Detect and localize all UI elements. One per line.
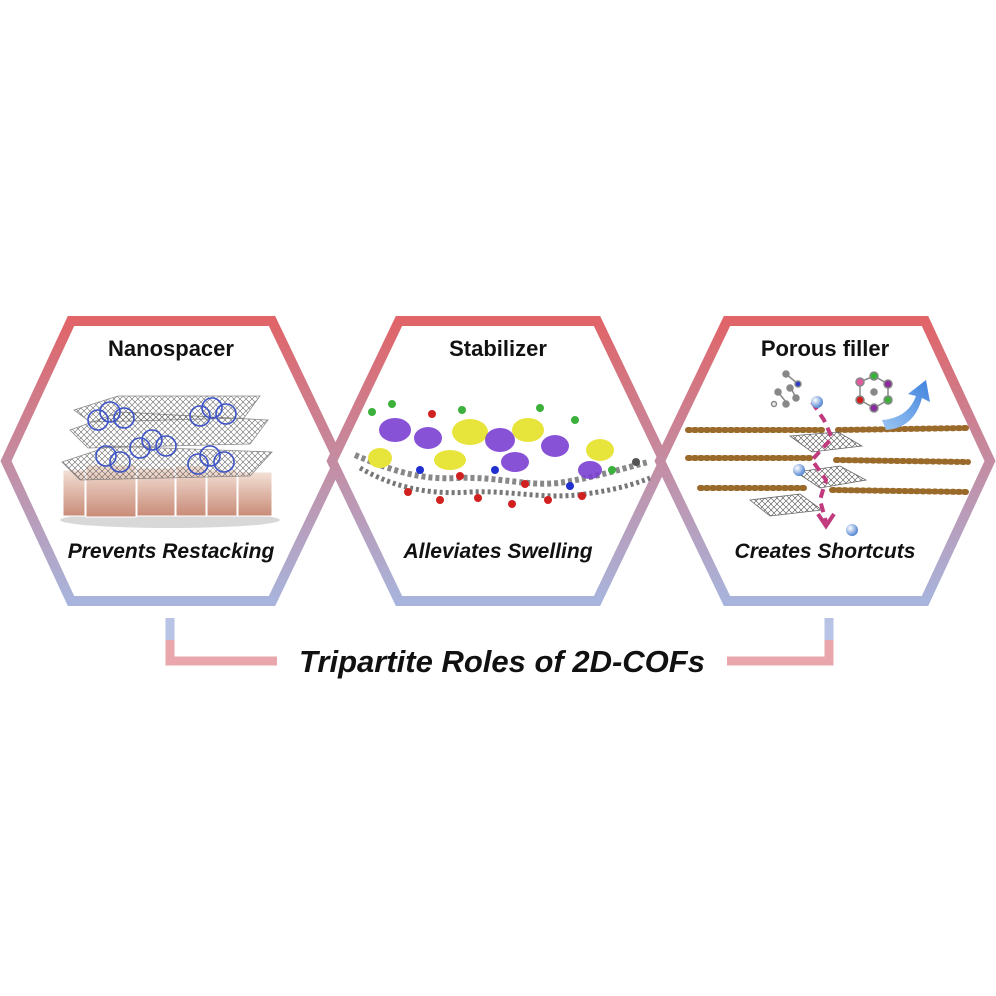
guest-molecule	[811, 396, 823, 408]
porous-filler-illustration	[685, 370, 971, 536]
hexagon-frame-stabilizer	[326, 316, 670, 606]
curved-arrow-icon	[882, 380, 930, 430]
guest-molecule	[846, 524, 858, 536]
small-molecule-model	[770, 370, 802, 408]
stabilizer-illustration	[353, 400, 651, 508]
panel-title-porous-filler: Porous filler	[760, 336, 890, 361]
panel-caption-nanospacer: Prevents Restacking	[67, 540, 275, 563]
atom-spheres	[368, 400, 640, 508]
panel-caption-porous-filler: Creates Shortcuts	[734, 540, 916, 563]
panel-caption-stabilizer: Alleviates Swelling	[403, 540, 593, 563]
cof-ring-clusters	[87, 397, 237, 475]
graphene-sheet-bottom	[61, 445, 273, 481]
guest-molecule	[793, 464, 805, 476]
panel-title-stabilizer: Stabilizer	[449, 336, 547, 361]
membrane-strands	[685, 425, 971, 495]
footer-bracket	[165, 618, 834, 666]
hexagon-frame-porous-filler	[654, 316, 996, 606]
ring-molecule-model	[855, 371, 893, 413]
nanospacer-illustration	[60, 395, 280, 528]
transport-path	[809, 400, 835, 523]
cof-flakes	[749, 431, 868, 517]
block-base	[62, 464, 273, 518]
panel-title-nanospacer: Nanospacer	[108, 336, 234, 361]
electron-density-blobs	[368, 418, 614, 479]
footer-title: Tripartite Roles of 2D-COFs	[277, 644, 727, 680]
